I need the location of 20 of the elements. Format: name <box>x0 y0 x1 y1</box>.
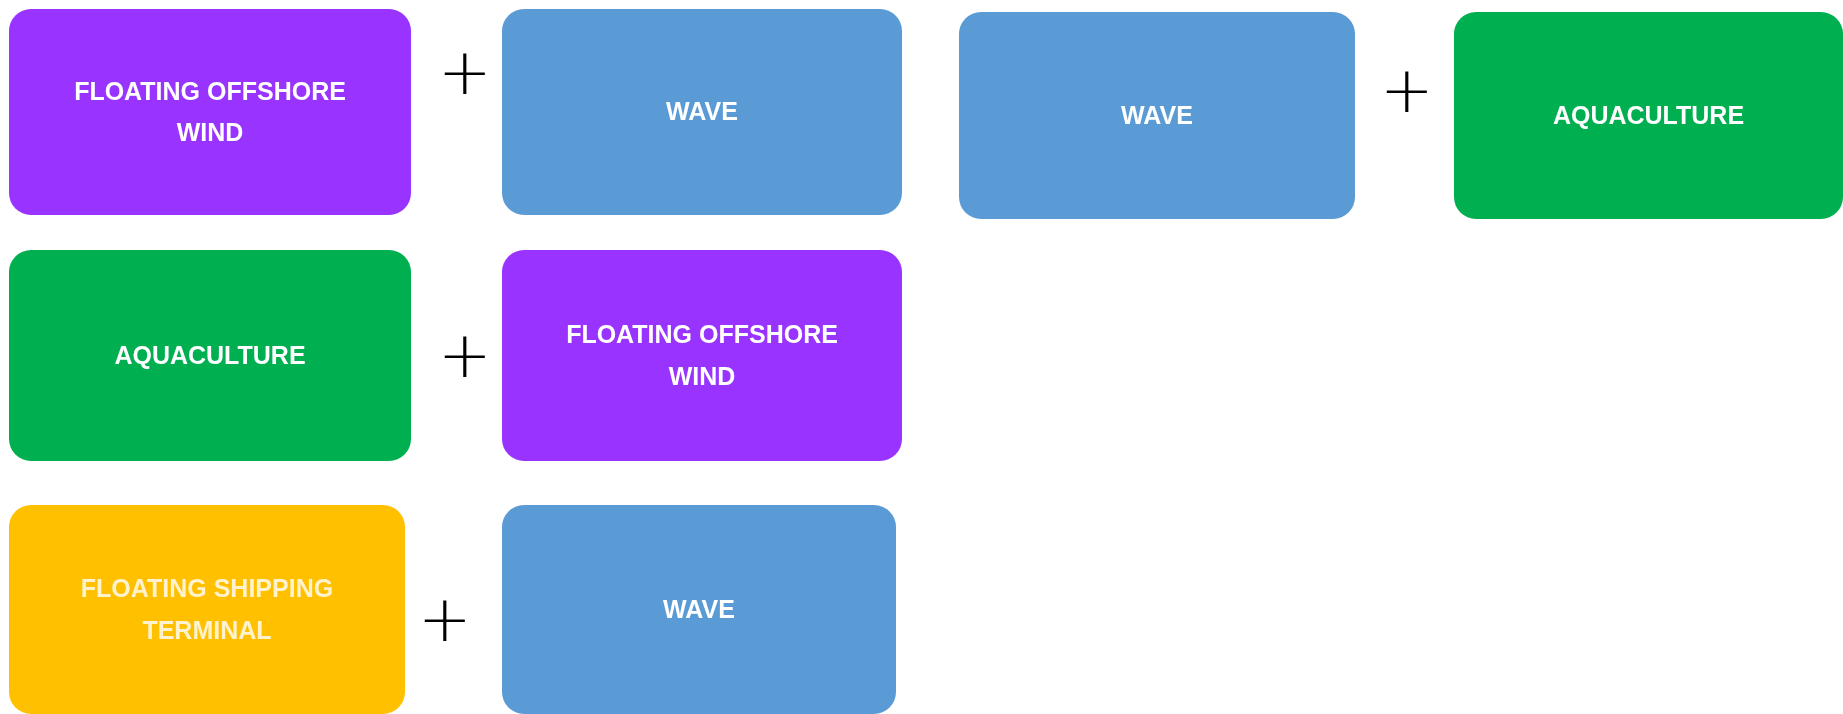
box-label: AQUACULTURE <box>1552 99 1745 131</box>
plus-sign: + <box>438 323 492 387</box>
category-box <box>9 9 411 215</box>
category-box <box>502 505 896 714</box>
category-box <box>502 9 902 215</box>
plus-sign: + <box>438 40 492 104</box>
box-label: FLOATING OFFSHORE WIND <box>73 75 347 148</box>
category-box <box>1454 12 1843 219</box>
category-box <box>9 505 405 714</box>
box-label: WAVE <box>1121 99 1193 131</box>
category-box <box>502 250 902 461</box>
box-label: FLOATING OFFSHORE WIND <box>565 319 839 392</box>
box-label: AQUACULTURE <box>114 339 306 371</box>
category-box <box>959 12 1355 219</box>
box-label: WAVE <box>666 96 738 128</box>
plus-sign: + <box>418 587 472 651</box>
category-box <box>9 250 411 461</box>
box-label: FLOATING SHIPPING TERMINAL <box>79 573 335 646</box>
plus-sign: + <box>1380 58 1434 122</box>
box-label: WAVE <box>663 593 735 625</box>
